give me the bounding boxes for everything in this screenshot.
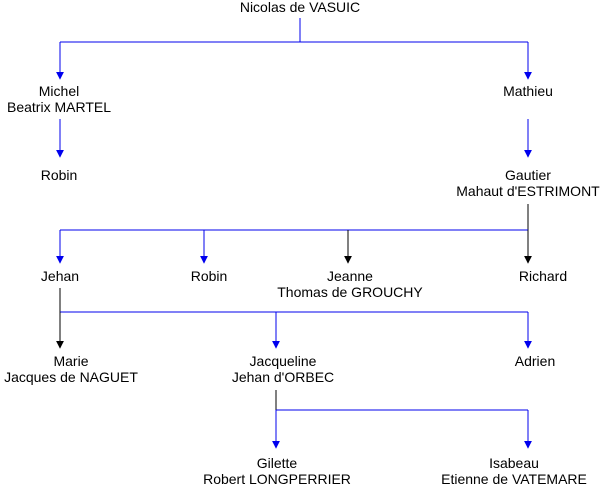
person-robin-michel: Robin — [41, 167, 78, 183]
person-richard: Richard — [519, 268, 567, 284]
person-jeanne: Jeanne Thomas de GROUCHY — [277, 268, 422, 300]
connector-jehan-children — [56, 288, 532, 349]
connector-jacqueline-children — [272, 390, 532, 449]
person-michel: Michel Beatrix MARTEL — [7, 83, 111, 115]
person-jehan: Jehan — [41, 268, 79, 284]
person-name: Nicolas de VASUIC — [239, 0, 361, 15]
person-isabeau: Isabeau Etienne de VATEMARE — [441, 455, 587, 487]
person-name: Gautier — [505, 167, 551, 183]
spouse-name: Beatrix MARTEL — [7, 99, 111, 115]
person-name: Gilette — [256, 455, 298, 471]
person-name: Robin — [40, 167, 78, 183]
spouse-name: Thomas de GROUCHY — [277, 284, 423, 300]
person-name: Mathieu — [503, 83, 553, 99]
person-name: Jacqueline — [249, 353, 317, 369]
spouse-name: Jehan d'ORBEC — [231, 369, 335, 385]
person-gautier: Gautier Mahaut d'ESTRIMONT — [456, 167, 600, 199]
person-nicolas: Nicolas de VASUIC — [240, 0, 360, 15]
spouse-name: Etienne de VATEMARE — [441, 471, 587, 487]
person-marie: Marie Jacques de NAGUET — [4, 353, 138, 385]
person-jacqueline: Jacqueline Jehan d'ORBEC — [232, 353, 334, 385]
connector-gautier-children — [56, 204, 532, 264]
person-adrien: Adrien — [515, 353, 555, 369]
connector-nicolas-children — [56, 18, 532, 80]
person-name: Jehan — [40, 268, 80, 284]
spouse-name: Jacques de NAGUET — [4, 369, 138, 385]
person-mathieu: Mathieu — [503, 83, 553, 99]
person-name: Michel — [38, 83, 80, 99]
person-name: Marie — [53, 353, 89, 369]
person-gilette: Gilette Robert LONGPERRIER — [203, 455, 351, 487]
person-name: Richard — [518, 268, 568, 284]
person-name: Adrien — [514, 353, 556, 369]
spouse-name: Robert LONGPERRIER — [203, 471, 351, 487]
person-name: Jeanne — [327, 268, 373, 284]
person-name: Isabeau — [489, 455, 539, 471]
person-robin-gautier: Robin — [191, 268, 228, 284]
person-name: Robin — [190, 268, 228, 284]
spouse-name: Mahaut d'ESTRIMONT — [456, 183, 600, 199]
